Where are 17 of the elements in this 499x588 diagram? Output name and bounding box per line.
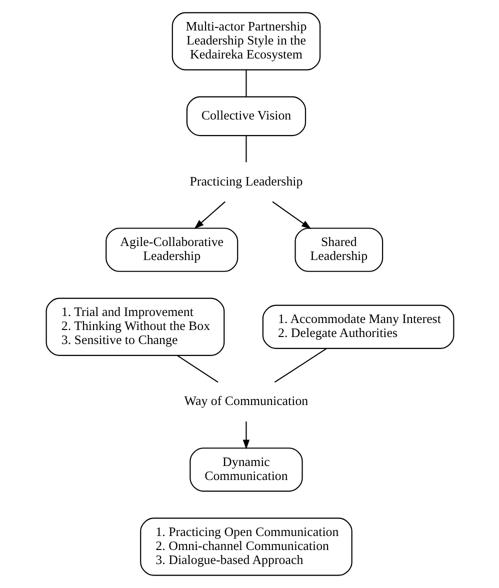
node-box: Collective Vision (186, 96, 306, 136)
node-box: 1. Practicing Open Communication 2. Omni-channel Communication 3. Dialogue-based Approach (140, 518, 352, 576)
connector (245, 136, 246, 162)
node-text: Way of Communication (184, 393, 308, 408)
node-box: Shared Leadership (294, 228, 383, 272)
node-box: 1. Accommodate Many Interest 2. Delegate Authorities (262, 304, 454, 349)
node-box: Agile-Collaborative Leadership (105, 228, 238, 272)
node-box: Multi-actor Partnership Leadership Style in the Kedaireka Ecosystem (171, 12, 320, 70)
arrow (272, 201, 311, 230)
connector (245, 70, 246, 96)
node-box: Dynamic Communication (189, 448, 302, 492)
connector (274, 348, 326, 383)
node-text: Practicing Leadership (189, 173, 302, 188)
connector (176, 355, 218, 383)
node-box: 1. Trial and Improvement 2. Thinking Without the Box 3. Sensitive to Change (45, 298, 224, 356)
arrow (194, 201, 225, 230)
arrow (242, 422, 250, 450)
